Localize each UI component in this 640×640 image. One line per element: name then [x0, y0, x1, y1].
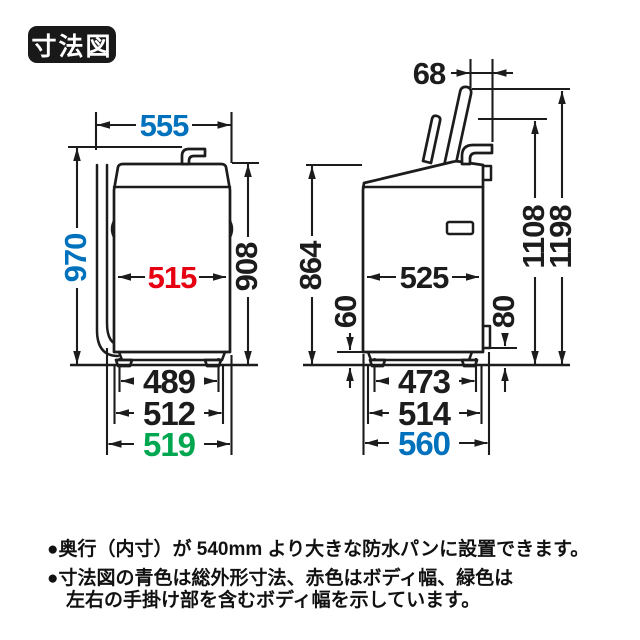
- dim-label-height-side: 864: [293, 240, 328, 290]
- side-extension-lines: [306, 59, 570, 455]
- dim-height-side: 864: [293, 166, 328, 364]
- dim-width-with-handles: 519: [108, 426, 230, 463]
- side-body: [361, 159, 485, 354]
- dim-label-feet-depth: 473: [398, 363, 451, 400]
- supply-hose-top: [180, 147, 207, 166]
- dim-lid-top-offset: 68: [413, 56, 513, 91]
- dim-base-width: 512: [116, 395, 222, 432]
- drain-outlet: [481, 324, 492, 350]
- open-lid-handle: [421, 114, 442, 165]
- dim-base-depth: 514: [369, 395, 480, 432]
- dim-total-depth: 560: [365, 425, 488, 462]
- footnotes: ●奥行（内寸）が 540mm より大きな防水パンに設置できます。 ●寸法図の青色…: [47, 539, 617, 612]
- dim-body-height: 908: [229, 164, 264, 364]
- dim-label-total-depth: 560: [398, 425, 450, 462]
- side-view-machine: [361, 85, 494, 368]
- dim-bottom-clearance: 60: [328, 296, 363, 388]
- right-handle-bump: [228, 219, 234, 239]
- title-badge-label: 寸法図: [31, 32, 113, 61]
- dim-label-outlet-clearance: 80: [486, 296, 521, 328]
- dim-label-open-lid-height-outer: 1198: [543, 205, 578, 269]
- dim-label-width-with-handles: 519: [143, 426, 196, 463]
- dim-total-height: 970: [58, 148, 93, 364]
- dim-label-total-width: 555: [140, 108, 189, 143]
- title-badge: 寸法図: [28, 26, 116, 63]
- dim-label-body-width: 515: [148, 260, 197, 295]
- front-body: [112, 162, 232, 354]
- front-base: [117, 350, 227, 362]
- dim-label-base-depth: 514: [398, 395, 452, 432]
- side-base: [366, 350, 474, 362]
- top-right-tab: [481, 164, 493, 182]
- dim-label-feet-width: 489: [143, 363, 196, 400]
- supply-hose-side: [460, 143, 494, 166]
- drain-hose-left: [95, 163, 120, 358]
- dim-label-body-height: 908: [229, 242, 264, 291]
- front-view-machine: [95, 147, 234, 368]
- dim-outlet-clearance: 80: [486, 296, 521, 392]
- dim-open-lid-height-outer: 1198: [543, 91, 578, 364]
- open-lid: [442, 85, 473, 170]
- dim-label-bottom-clearance: 60: [328, 296, 363, 328]
- dim-feet-depth: 473: [376, 363, 475, 400]
- left-handle-bump: [110, 219, 116, 239]
- footnote-color-legend-2: 左右の手掛け部を含むボディ幅を示しています。: [66, 590, 481, 611]
- dim-body-depth: 525: [367, 260, 479, 295]
- dim-label-open-lid-height-inner: 1108: [516, 205, 551, 269]
- side-panel-detail: [445, 220, 475, 236]
- dim-body-width: 515: [118, 260, 226, 295]
- dim-total-width: 555: [97, 108, 231, 143]
- dim-open-lid-height-inner: 1108: [516, 121, 551, 364]
- side-view: 68 864 525 60 80 1108: [293, 56, 578, 462]
- footnote-install: ●奥行（内寸）が 540mm より大きな防水パンに設置できます。: [47, 539, 590, 560]
- front-view: 555 970 908 515 489 512: [58, 108, 264, 463]
- dim-label-total-height: 970: [58, 234, 93, 283]
- dim-label-lid-top-offset: 68: [413, 56, 446, 91]
- dim-label-body-depth: 525: [400, 260, 449, 295]
- footnote-color-legend-1: ●寸法図の青色は総外形寸法、赤色はボディ幅、緑色は: [47, 568, 514, 589]
- dim-label-base-width: 512: [143, 395, 196, 432]
- dim-feet-width: 489: [121, 363, 217, 400]
